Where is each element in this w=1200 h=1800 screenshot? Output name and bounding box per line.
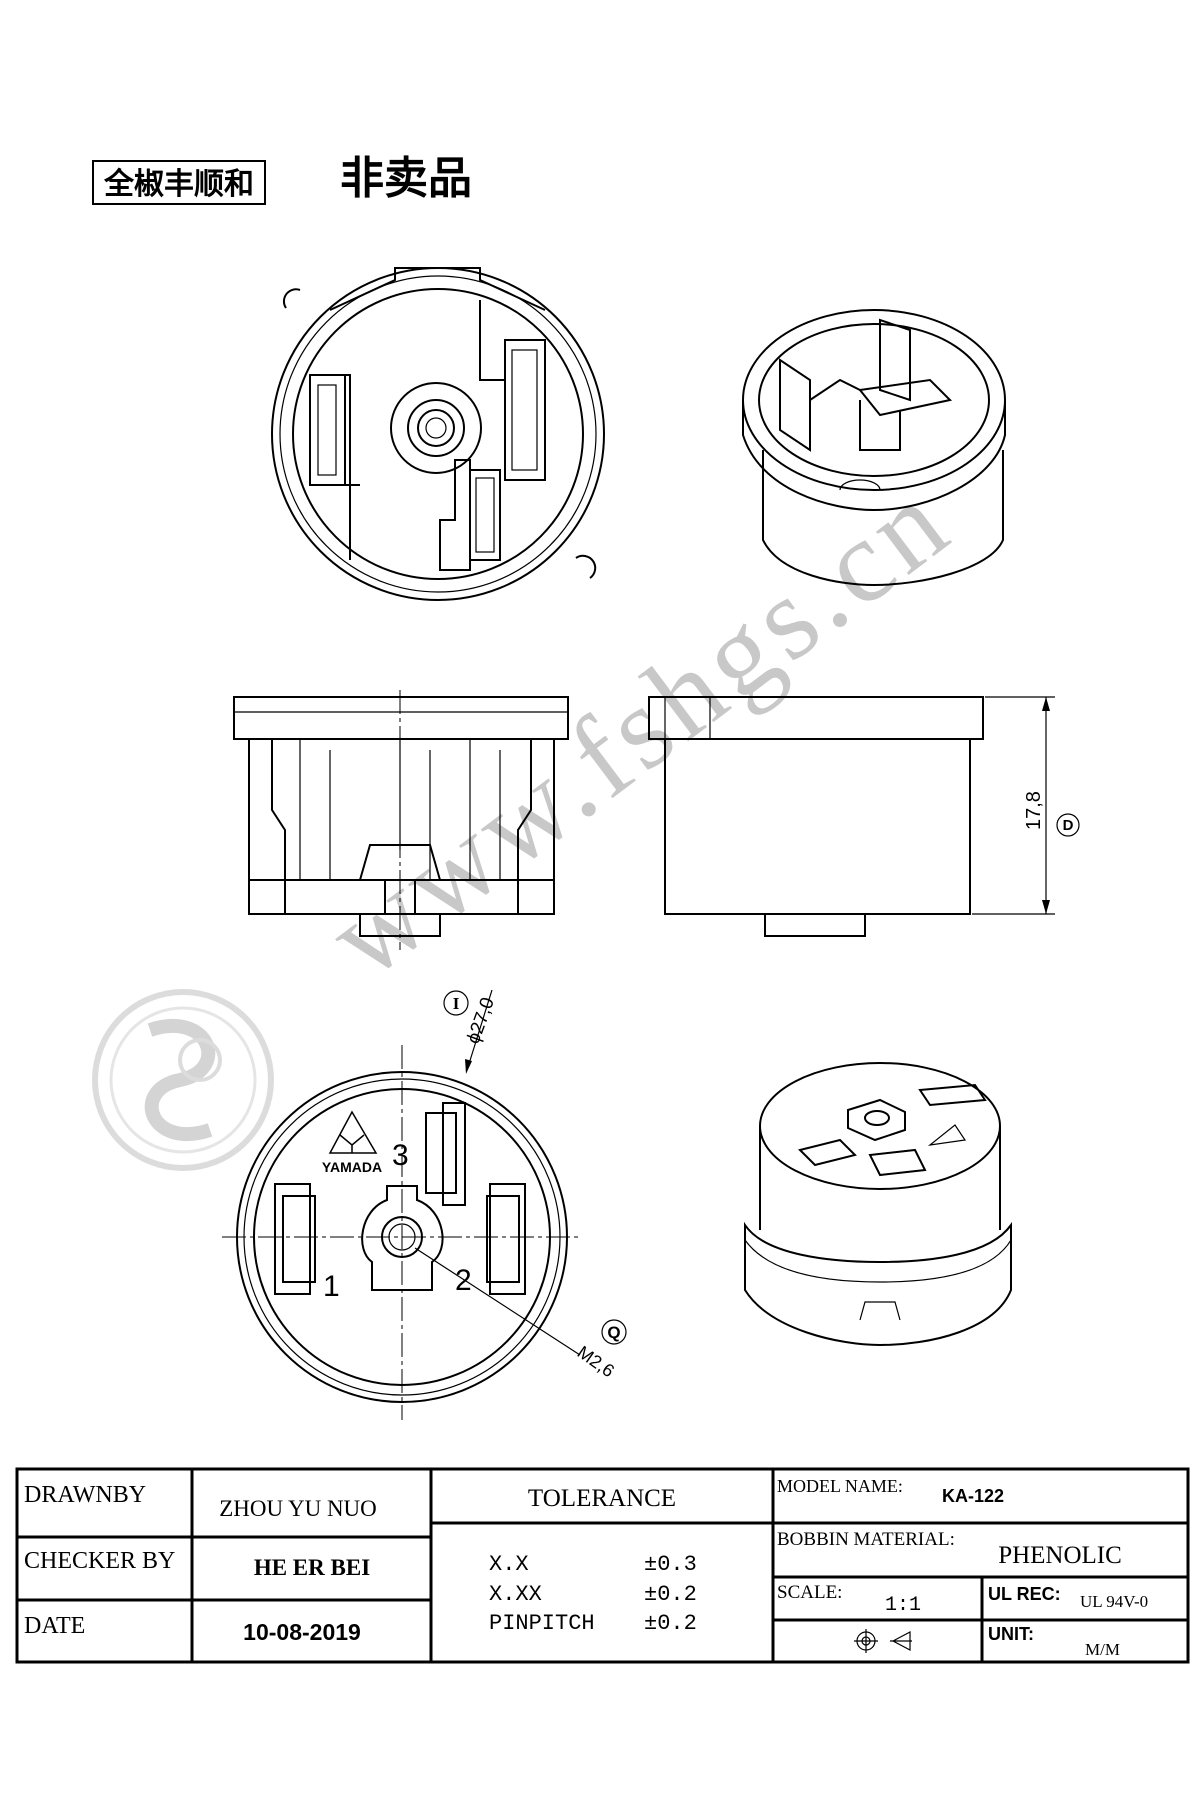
material-label: BOBBIN MATERIAL: bbox=[777, 1529, 955, 1550]
height-marker-circle bbox=[1056, 813, 1080, 837]
tolerance-value-pinpitch: ±0.2 bbox=[644, 1611, 697, 1636]
material-value: PHENOLIC bbox=[998, 1542, 1122, 1569]
logo-text: YAMADA bbox=[322, 1159, 382, 1175]
thread-dimension: M2,6 bbox=[574, 1342, 618, 1381]
diameter-marker-circle bbox=[443, 990, 469, 1016]
checker-label: CHECKER BY bbox=[24, 1548, 175, 1574]
tolerance-label: TOLERANCE bbox=[528, 1485, 676, 1512]
watermark-logo bbox=[92, 989, 274, 1171]
front-view bbox=[233, 690, 569, 950]
scale-value: 1:1 bbox=[885, 1594, 921, 1617]
tolerance-value-xxx: ±0.2 bbox=[644, 1582, 697, 1607]
top-view bbox=[271, 267, 605, 601]
unit-label: UNIT: bbox=[988, 1624, 1034, 1644]
unit-value: M/M bbox=[1085, 1640, 1120, 1659]
pin-label-3: 3 bbox=[392, 1139, 409, 1172]
height-dimension: 17,8 bbox=[1023, 791, 1045, 830]
tolerance-name-xxx: X.XX bbox=[489, 1582, 542, 1607]
company-label: 全椒丰顺和 bbox=[103, 167, 254, 201]
pin-label-1: 1 bbox=[323, 1270, 340, 1303]
diameter-marker: I bbox=[453, 994, 460, 1013]
model-label: MODEL NAME: bbox=[777, 1476, 903, 1496]
checker-value: HE ER BEI bbox=[254, 1555, 370, 1580]
isometric-bottom-view bbox=[744, 1062, 1012, 1347]
date-label: DATE bbox=[24, 1613, 85, 1639]
scale-label: SCALE: bbox=[777, 1582, 842, 1603]
tolerance-name-pinpitch: PINPITCH bbox=[489, 1611, 595, 1636]
model-value: KA-122 bbox=[942, 1486, 1004, 1506]
thread-marker: Q bbox=[607, 1323, 620, 1342]
company-label-box bbox=[92, 160, 266, 205]
ul-rec-label: UL REC: bbox=[988, 1584, 1061, 1604]
projection-symbol-icon bbox=[854, 1629, 912, 1653]
tolerance-value-xx: ±0.3 bbox=[644, 1552, 697, 1577]
thread-marker-circle bbox=[601, 1319, 627, 1345]
ul-rec-value: UL 94V-0 bbox=[1080, 1592, 1148, 1611]
date-value: 10-08-2019 bbox=[243, 1619, 361, 1645]
drawn-by-value: ZHOU YU NUO bbox=[219, 1496, 377, 1521]
title-block bbox=[15, 1467, 1190, 1664]
bottom-view bbox=[222, 989, 582, 1420]
pin-label-2: 2 bbox=[455, 1264, 472, 1297]
isometric-top-view bbox=[742, 309, 1006, 587]
yamada-logo bbox=[328, 1110, 378, 1154]
height-marker: D bbox=[1063, 817, 1074, 834]
drawn-by-label: DRAWNBY bbox=[24, 1482, 146, 1508]
side-view bbox=[648, 696, 1055, 937]
tolerance-name-xx: X.X bbox=[489, 1552, 529, 1577]
not-for-sale-label: 非卖品 bbox=[340, 154, 472, 203]
watermark-text: www.fshgs.cn bbox=[305, 454, 974, 1004]
